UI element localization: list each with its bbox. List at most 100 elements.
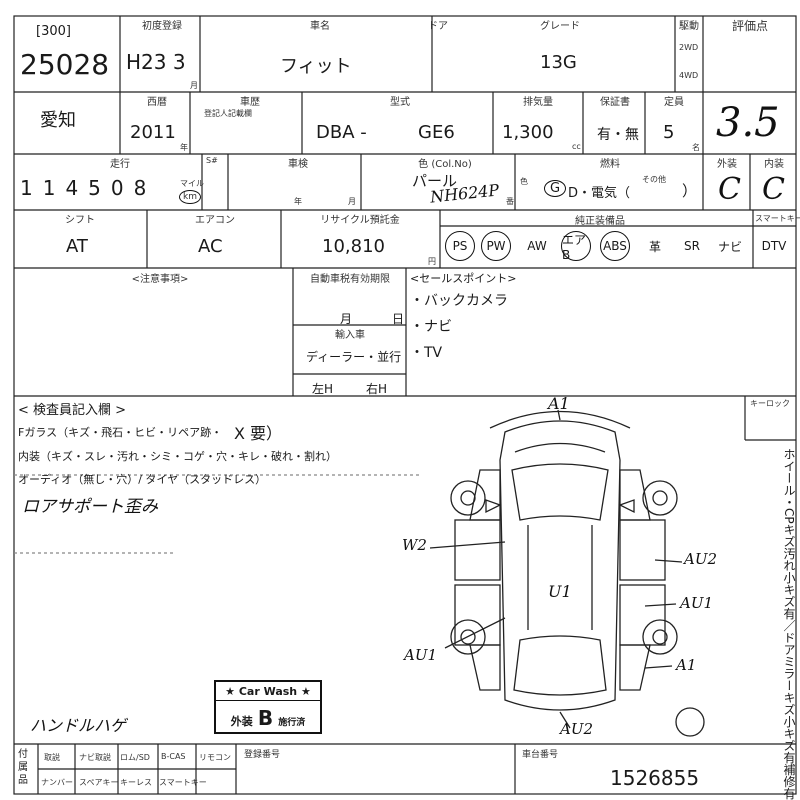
assist-value: 有・無 [597,127,639,143]
meter-label: S# [206,156,218,165]
grade-label: グレード [540,21,580,32]
equipment-option-label: DTV [761,239,787,253]
registration-number-label: 登録番号 [244,750,281,760]
equipment-option: SR [676,230,708,262]
fuel-options: D・電気（ [568,186,631,201]
car-wash-grade-line: 外装 B 施行済 [216,706,320,730]
year-value: 2011 [130,122,176,143]
name-label: 車名 [310,21,330,32]
car-wash-grade-post: 施行済 [278,718,306,728]
mark-right-front-door: AU2 [684,550,718,568]
car-wash-title: ★ Car Wash ★ [216,685,320,701]
color-label: 色 (Col.No) [418,159,472,170]
exterior-label: 外装 [717,159,737,170]
sales-point-1: ・バックカメラ [410,293,508,309]
score-label: 評価点 [731,19,768,33]
sales-points-label: <セールスポイント> [410,272,517,285]
equipment-option: エアB [560,230,592,262]
door-label: ドア [428,21,448,32]
chassis-number: 1526855 [610,766,700,790]
displacement-value: 1,300 [502,122,554,143]
interior-label: 内装 [764,159,784,170]
capacity-unit: 名 [692,143,700,152]
equipment-option-label: PS [445,231,475,261]
mark-left-fender: W2 [402,536,427,554]
exterior-value: C [718,172,741,207]
mileage-label: 走行 [110,159,130,170]
mark-right-rear-door: AU1 [680,594,714,612]
car-wash-grade: B [257,706,274,730]
drive-label: 駆動 [679,21,699,32]
equipment-option-label: ナビ [717,239,742,254]
handwritten-note-1: ロアサポート歪み [22,497,158,517]
acc-navi-manual: ナビ取説 [79,753,111,762]
mileage-unit-mile: マイル [180,179,204,188]
aircon-label: エアコン [195,215,235,226]
import-label: 輸入車 [335,330,365,341]
fuel-label: 燃料 [600,159,620,170]
acc-number: ナンバー [41,778,73,787]
drive-2wd: 2WD [679,43,699,52]
fuel-side: 色 [520,177,528,186]
year-label: 西暦 [147,97,167,108]
aircon-value: AC [198,236,223,257]
recycle-value: 10,810 [322,236,385,257]
mileage-unit-km: km [179,190,201,204]
expiry-month: 月 [340,312,353,326]
mark-front: A1 [548,394,570,413]
history-label: 車歴 [240,97,260,108]
history-note: 登記人記載欄 [204,109,252,118]
fuel-close: ） [682,182,698,200]
mark-right-rear-fender: A1 [676,656,697,674]
shift-value: AT [66,236,88,257]
equipment-option-label: 革 [648,239,661,254]
acc-keyless: キーレス [120,778,152,787]
fuel-other: その他 [642,175,666,184]
chassis-number-label: 車台番号 [522,750,559,760]
car-wash-grade-pre: 外装 [230,715,253,728]
accessories-label: 付属品 [18,749,28,786]
acc-bcas: B-CAS [161,752,186,761]
equipment-option-label: SR [684,239,700,253]
mileage-value: 114508 [20,176,157,200]
caution-label: <注意事項> [131,274,189,285]
shift-label: シフト [65,215,95,226]
car-diagram [429,409,705,737]
lot-code: [300] [36,24,71,39]
handwritten-note-2: ハンドルハゲ [30,716,127,735]
assist-label: 保証書 [600,97,630,108]
equipment-option-label: AW [527,239,547,253]
fuel-gasoline: G [544,180,567,197]
handle-right: 右H [366,382,388,396]
acc-spare-key: スペアキー [79,778,119,787]
keylock-label: キーロック [750,399,790,408]
interior-line: 内装（キズ・スレ・汚れ・シミ・コゲ・穴・キレ・破れ・割れ） [18,450,337,463]
equipment-option: ABS [599,230,631,262]
shaken-month: 月 [348,197,356,206]
equipment-option: ナビ [714,230,746,262]
equipment-option: PS [444,230,476,262]
grade-value: 13G [540,52,577,73]
inspector-label: < 検査員記入欄 > [18,403,127,418]
audio-line: オーディオ（無し・穴）/ タイヤ（スタッドレス） [18,473,267,486]
sales-point-3: ・TV [410,345,443,361]
keyless-label: スマートキー [755,214,800,223]
equipment-option-label: エアB [561,231,591,262]
year-unit: 年 [180,143,188,152]
acc-remote: リモコン [199,753,231,762]
capacity-value: 5 [663,122,675,143]
equipment-option: 革 [639,230,671,262]
side-note: ホイール・CPキズ汚れ小キズ有／ドアミラーキズ小キズ有補修有 [782,448,796,800]
recycle-unit: 円 [428,257,436,266]
windshield-mark: X 要） [234,424,283,443]
equipment-option: DTV [758,230,790,262]
color-unit: 番 [506,197,514,206]
car-name: フィット [280,56,352,77]
acc-smart-key: スマートキー [159,778,207,787]
recycle-label: リサイクル預託金 [320,215,400,226]
color-value: パール [412,172,458,190]
expiry-label: 自動車税有効期限 [310,274,390,285]
drive-4wd: 4WD [679,71,699,80]
interior-value: C [762,172,785,207]
